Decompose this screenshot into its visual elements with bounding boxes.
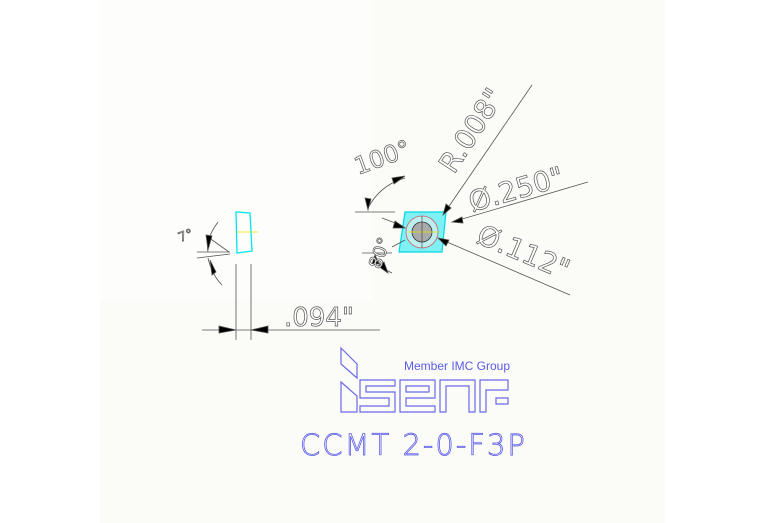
insert-side-view: [235, 211, 258, 254]
iscar-logo: [340, 346, 509, 413]
leader-lines: [355, 84, 589, 296]
thickness-label: .094": [284, 303, 354, 333]
logo-tagline: Member IMC Group: [404, 359, 510, 373]
thickness-dimension: [196, 221, 380, 340]
clearance-angle-label: 7°: [176, 227, 195, 246]
sheet-region: [100, 0, 372, 300]
part-number: CCMT 2-0-F3P: [300, 428, 527, 462]
insert-top-view: [398, 211, 447, 253]
